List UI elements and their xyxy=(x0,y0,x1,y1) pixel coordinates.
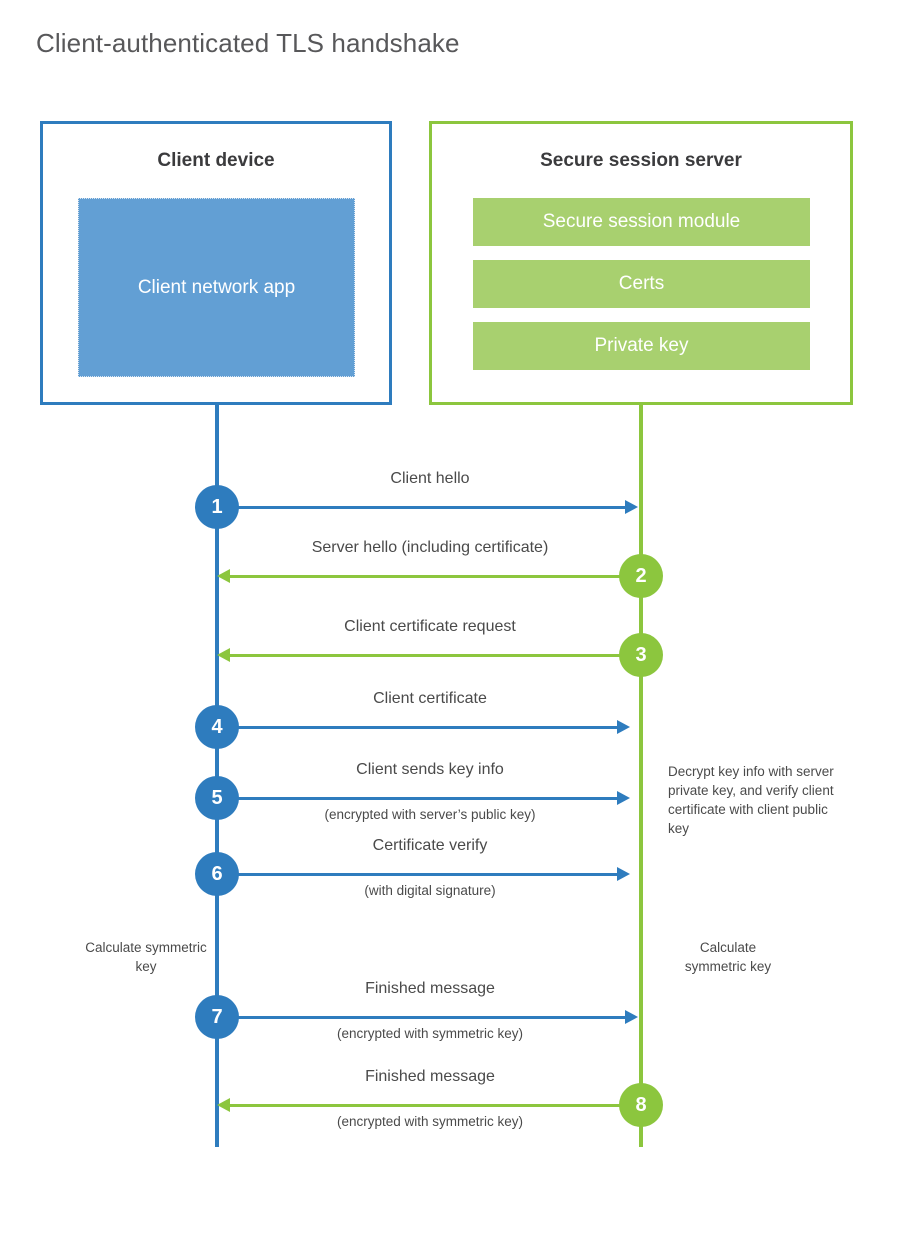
step-badge-3[interactable]: 3 xyxy=(619,633,663,677)
message-line-4 xyxy=(217,726,617,729)
arrow-right-icon xyxy=(625,500,638,514)
message-sublabel-6: (with digital signature) xyxy=(364,883,496,898)
arrow-right-icon xyxy=(625,1010,638,1024)
message-label-2: Server hello (including certificate) xyxy=(311,539,549,556)
arrow-right-icon xyxy=(617,867,630,881)
arrow-right-icon xyxy=(617,791,630,805)
message-label-6: Certificate verify xyxy=(372,837,488,854)
server-component-certs: Certs xyxy=(473,260,810,308)
step-badge-1[interactable]: 1 xyxy=(195,485,239,529)
step-badge-4[interactable]: 4 xyxy=(195,705,239,749)
message-line-5 xyxy=(217,797,617,800)
server-component-private-key: Private key xyxy=(473,322,810,370)
client-device-title: Client device xyxy=(157,150,275,171)
step-badge-8[interactable]: 8 xyxy=(619,1083,663,1127)
note-server-calculate-symmetric-key: Calculate symmetric key xyxy=(684,940,772,975)
message-line-2 xyxy=(230,575,622,578)
actor-box-secure-session-server: Secure session server Secure session mod… xyxy=(429,121,853,405)
note-client-calculate-symmetric-key: Calculate symmetric key xyxy=(85,940,207,975)
message-label-8: Finished message xyxy=(365,1068,495,1085)
message-label-1: Client hello xyxy=(390,470,470,487)
message-label-4: Client certificate xyxy=(373,690,487,707)
arrow-right-icon xyxy=(617,720,630,734)
lifeline-server xyxy=(639,405,643,1147)
message-sublabel-5: (encrypted with server’s public key) xyxy=(324,807,536,822)
message-sublabel-8: (encrypted with symmetric key) xyxy=(336,1114,524,1129)
step-badge-5[interactable]: 5 xyxy=(195,776,239,820)
message-line-6 xyxy=(217,873,617,876)
step-badge-6[interactable]: 6 xyxy=(195,852,239,896)
note-server-decrypt-verify: Decrypt key info with server private key… xyxy=(668,764,834,837)
message-sublabel-7: (encrypted with symmetric key) xyxy=(336,1026,524,1041)
actor-box-client-device: Client device Client network app xyxy=(40,121,392,405)
arrow-left-icon xyxy=(217,648,230,662)
message-line-7 xyxy=(217,1016,625,1019)
message-label-7: Finished message xyxy=(365,980,495,997)
step-badge-7[interactable]: 7 xyxy=(195,995,239,1039)
message-line-8 xyxy=(230,1104,622,1107)
message-line-1 xyxy=(217,506,625,509)
arrow-left-icon xyxy=(217,1098,230,1112)
client-network-app-component: Client network app xyxy=(78,198,355,377)
message-label-5: Client sends key info xyxy=(356,761,504,778)
message-label-3: Client certificate request xyxy=(344,618,516,635)
message-line-3 xyxy=(230,654,622,657)
page-title: Client-authenticated TLS handshake xyxy=(36,28,460,58)
server-components-list: Secure session module Certs Private key xyxy=(473,198,810,370)
secure-session-server-title: Secure session server xyxy=(540,150,742,171)
server-component-secure-session-module: Secure session module xyxy=(473,198,810,246)
step-badge-2[interactable]: 2 xyxy=(619,554,663,598)
arrow-left-icon xyxy=(217,569,230,583)
